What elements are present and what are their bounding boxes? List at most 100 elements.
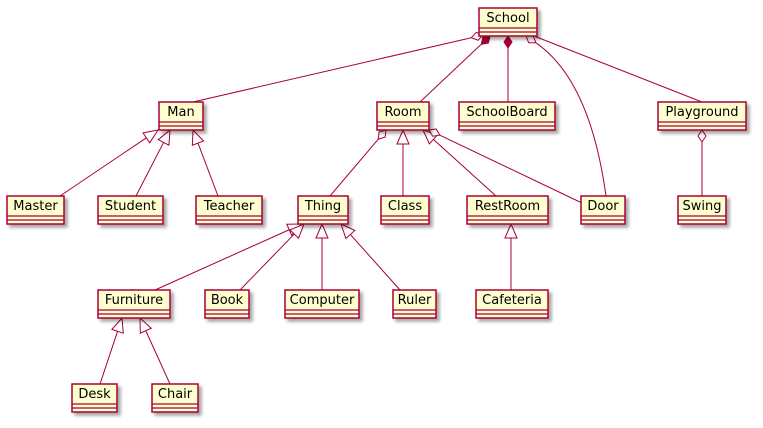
class-box: [392, 289, 437, 319]
relation-line: [192, 37, 472, 103]
class-schoolboard[interactable]: SchoolBoard: [458, 101, 556, 131]
class-box: [97, 195, 164, 225]
class-box: [151, 383, 199, 413]
class-name: RestRoom: [475, 199, 540, 214]
relation-room-thing: [329, 129, 387, 197]
class-name: Room: [384, 105, 421, 120]
inheritance-arrowhead: [157, 128, 171, 146]
aggregation-diamond: [525, 35, 537, 44]
class-name: Class: [388, 199, 422, 214]
relation-thing-furniture: [154, 223, 304, 291]
class-student[interactable]: Student: [97, 195, 164, 225]
class-book[interactable]: Book: [204, 289, 250, 319]
class-master[interactable]: Master: [6, 195, 65, 225]
relation-line: [439, 134, 583, 204]
class-swing[interactable]: Swing: [677, 195, 727, 225]
class-name: Door: [587, 199, 619, 214]
class-box: [580, 195, 626, 225]
class-ruler[interactable]: Ruler: [392, 289, 437, 319]
class-name: Student: [105, 199, 156, 214]
class-teacher[interactable]: Teacher: [195, 195, 263, 225]
class-box: [297, 195, 349, 225]
class-playground[interactable]: Playground: [657, 101, 747, 131]
class-cafeteria[interactable]: Cafeteria: [475, 289, 549, 319]
relation-line: [99, 331, 119, 385]
class-name: Swing: [683, 199, 722, 214]
class-class[interactable]: Class: [380, 195, 430, 225]
relation-room-class: [396, 128, 410, 196]
class-name: Thing: [304, 199, 341, 214]
class-door[interactable]: Door: [580, 195, 626, 225]
class-box: [97, 289, 171, 319]
relation-thing-ruler: [340, 223, 401, 291]
relation-room-restroom: [422, 129, 497, 197]
class-school[interactable]: School: [478, 7, 538, 37]
relation-man-teacher: [191, 128, 219, 197]
inheritance-arrowhead: [504, 222, 518, 239]
class-furniture[interactable]: Furniture: [97, 289, 171, 319]
class-desk[interactable]: Desk: [71, 383, 118, 413]
relation-room-door: [428, 128, 583, 204]
class-box: [204, 289, 250, 319]
class-box: [158, 101, 204, 131]
relation-line: [535, 42, 607, 197]
aggregation-diamond: [428, 128, 441, 137]
class-name: Furniture: [105, 293, 163, 308]
class-name: SchoolBoard: [466, 105, 547, 120]
class-name: Playground: [665, 105, 738, 120]
class-name: Master: [13, 199, 58, 214]
class-name: Computer: [290, 293, 355, 308]
relation-furniture-desk: [99, 316, 124, 385]
inheritance-arrowhead: [289, 223, 305, 240]
relation-school-man: [192, 31, 484, 103]
inheritance-arrowhead: [396, 128, 410, 145]
inheritance-arrowhead: [340, 223, 356, 240]
class-box: [195, 195, 263, 225]
relation-man-master: [59, 129, 160, 197]
composition-diamond: [480, 35, 491, 45]
aggregation-diamond: [377, 129, 387, 140]
class-room[interactable]: Room: [376, 101, 430, 131]
relation-line: [239, 233, 295, 291]
class-name: Ruler: [398, 293, 432, 308]
relation-restroom-cafeteria: [504, 222, 518, 290]
relation-line: [349, 234, 401, 291]
class-man[interactable]: Man: [158, 101, 204, 131]
relation-line: [533, 35, 703, 103]
relation-school-schoolboard: [503, 35, 513, 102]
class-name: School: [486, 11, 529, 26]
class-box: [677, 195, 727, 225]
relation-furniture-chair: [139, 316, 171, 385]
class-name: Man: [167, 105, 194, 120]
relation-school-room: [419, 35, 491, 103]
inheritance-arrowhead: [142, 129, 160, 144]
relation-school-playground: [533, 35, 703, 103]
class-chair[interactable]: Chair: [151, 383, 199, 413]
class-name: Cafeteria: [482, 293, 542, 308]
class-thing[interactable]: Thing: [297, 195, 349, 225]
relation-line: [135, 142, 165, 197]
relation-playground-swing: [697, 129, 707, 196]
composition-diamond: [503, 35, 513, 49]
class-restroom[interactable]: RestRoom: [466, 195, 549, 225]
class-box: [284, 289, 360, 319]
relation-thing-computer: [315, 222, 329, 290]
class-name: Chair: [158, 387, 193, 402]
relation-line: [59, 137, 147, 197]
inheritance-arrowhead: [315, 222, 329, 239]
class-box: [478, 7, 538, 37]
class-box: [376, 101, 430, 131]
relation-line: [419, 43, 482, 103]
class-box: [657, 101, 747, 131]
relation-line: [145, 330, 171, 385]
class-name: Desk: [78, 387, 111, 402]
class-box: [71, 383, 118, 413]
class-box: [380, 195, 430, 225]
class-computer[interactable]: Computer: [284, 289, 360, 319]
relation-man-student: [135, 128, 171, 197]
class-box: [475, 289, 549, 319]
relation-line: [329, 138, 379, 197]
class-box: [458, 101, 556, 131]
